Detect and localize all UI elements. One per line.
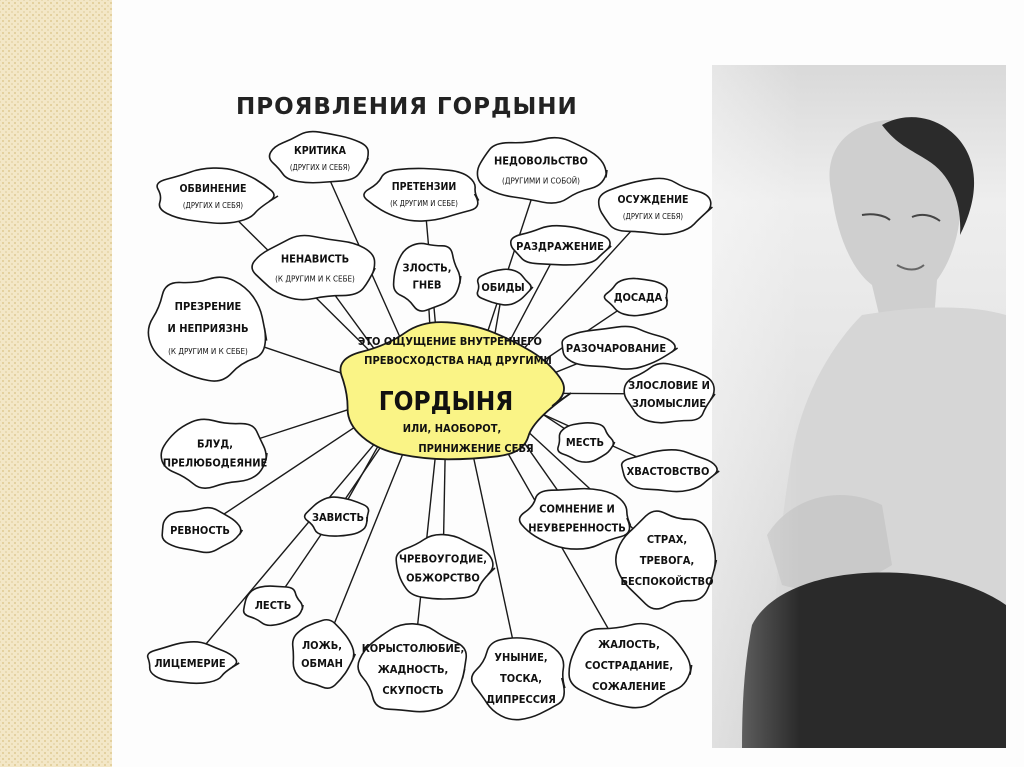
- node-label: ЗЛОМЫСЛИЕ: [632, 397, 707, 410]
- center-subtitle-line: ЭТО ОЩУЩЕНИЕ ВНУТРЕННЕГО: [358, 335, 542, 348]
- node-kritika: КРИТИКА (ДРУГИХ И СЕБЯ): [270, 132, 369, 183]
- node-label: ОБМАН: [301, 657, 343, 670]
- node-unynie: УНЫНИЕ, ТОСКА, ДИПРЕССИЯ: [472, 638, 565, 720]
- node-bubble-shape: [624, 363, 715, 422]
- node-label: ЛИЦЕМЕРИЕ: [154, 657, 226, 670]
- node-korystolyubie: КОРЫСТОЛЮБИЕ, ЖАДНОСТЬ, СКУПОСТЬ: [358, 624, 466, 712]
- center-heading: ГОРДЫНЯ: [379, 387, 514, 417]
- node-label: ЧРЕВОУГОДИЕ,: [399, 553, 487, 566]
- node-bubble-shape: [364, 168, 479, 221]
- node-bubble-shape: [599, 178, 713, 234]
- node-label: ДОСАДА: [614, 291, 663, 304]
- node-label: ПРЕТЕНЗИИ: [392, 181, 457, 193]
- center-subtitle-line: ПРЕВОСХОДСТВА НАД ДРУГИМИ: [364, 354, 552, 367]
- node-strah: СТРАХ, ТРЕВОГА, БЕСПОКОЙСТВО: [616, 511, 717, 609]
- node-bubble-shape: [161, 419, 267, 488]
- node-label: НЕУВЕРЕННОСТЬ: [528, 522, 626, 535]
- node-label: БЕСПОКОЙСТВО: [620, 575, 713, 588]
- node-label: БЛУД,: [197, 438, 233, 451]
- node-bubble-shape: [520, 489, 631, 549]
- node-label: ПРЕЛЮБОДЕЯНИЕ: [163, 457, 268, 470]
- node-label: ОБВИНЕНИЕ: [180, 183, 247, 195]
- node-lozh: ЛОЖЬ, ОБМАН: [293, 620, 356, 688]
- node-label: МЕСТЬ: [566, 436, 604, 449]
- node-obidy: ОБИДЫ: [477, 269, 533, 305]
- node-zloslovie: ЗЛОСЛОВИЕ И ЗЛОМЫСЛИЕ: [624, 363, 715, 422]
- node-dosada: ДОСАДА: [604, 278, 667, 315]
- node-label: КРИТИКА: [294, 145, 347, 157]
- node-somnenie: СОМНЕНИЕ И НЕУВЕРЕННОСТЬ: [520, 489, 631, 549]
- node-zlost: ЗЛОСТЬ, ГНЕВ: [394, 243, 461, 311]
- node-label: И НЕПРИЯЗНЬ: [167, 322, 248, 335]
- node-bubble-shape: [270, 132, 369, 183]
- node-label: СОСТРАДАНИЕ,: [585, 659, 673, 672]
- node-bubble-shape: [396, 535, 495, 599]
- node-revnost: РЕВНОСТЬ: [162, 508, 242, 553]
- node-bubble-shape: [293, 620, 356, 688]
- node-label: (К ДРУГИМ И СЕБЕ): [390, 199, 458, 208]
- node-label: ХВАСТОВСТВО: [627, 465, 710, 478]
- node-label: УНЫНИЕ,: [494, 651, 547, 664]
- node-label: ТРЕВОГА,: [640, 554, 694, 567]
- node-bubble-shape: [477, 138, 607, 203]
- node-label: КОРЫСТОЛЮБИЕ,: [362, 642, 465, 655]
- node-osuzhdenie: ОСУЖДЕНИЕ (ДРУГИХ И СЕБЯ): [599, 178, 713, 234]
- node-bubble-shape: [157, 168, 278, 223]
- node-razdrazhenie: РАЗДРАЖЕНИЕ: [511, 226, 611, 265]
- node-label: СКУПОСТЬ: [382, 684, 443, 697]
- node-nenavist: НЕНАВИСТЬ (К ДРУГИМ И К СЕБЕ): [252, 235, 375, 299]
- node-label: ТОСКА,: [500, 672, 542, 685]
- node-label: РЕВНОСТЬ: [170, 524, 230, 537]
- node-label: (ДРУГИХ И СЕБЯ): [290, 163, 350, 172]
- node-zavist: ЗАВИСТЬ: [305, 497, 369, 536]
- node-label: ЖАЛОСТЬ,: [598, 638, 660, 651]
- node-label: СОЖАЛЕНИЕ: [592, 680, 666, 693]
- node-label: ЛЕСТЬ: [255, 599, 292, 612]
- node-lest: ЛЕСТЬ: [244, 586, 303, 625]
- node-label: НЕДОВОЛЬСТВО: [494, 155, 588, 168]
- node-label: ОБИДЫ: [481, 281, 524, 294]
- node-label: СОМНЕНИЕ И: [539, 503, 615, 516]
- node-label: СТРАХ,: [647, 533, 687, 546]
- node-label: ОСУЖДЕНИЕ: [618, 194, 689, 206]
- center-subtitle-line: ПРИНИЖЕНИЕ СЕБЯ: [418, 442, 533, 455]
- node-mest: МЕСТЬ: [558, 423, 615, 462]
- node-bubble-shape: [394, 243, 461, 311]
- node-label: ПРЕЗРЕНИЕ: [175, 300, 242, 313]
- node-label: ДИПРЕССИЯ: [486, 693, 556, 706]
- node-label: ЗЛОСТЬ,: [403, 262, 452, 275]
- node-bubble-shape: [252, 235, 375, 299]
- node-label: (ДРУГИМИ И СОБОЙ): [502, 175, 580, 186]
- node-label: (ДРУГИХ И СЕБЯ): [183, 201, 243, 210]
- node-label: ГНЕВ: [413, 279, 442, 292]
- node-hvastovstvo: ХВАСТОВСТВО: [622, 450, 720, 492]
- node-razocharovanie: РАЗОЧАРОВАНИЕ: [562, 326, 678, 369]
- node-label: ЛОЖЬ,: [302, 639, 342, 652]
- node-blud: БЛУД, ПРЕЛЮБОДЕЯНИЕ: [161, 419, 267, 488]
- node-prezrenie: ПРЕЗРЕНИЕ И НЕПРИЯЗНЬ (К ДРУГИМ И К СЕБЕ): [148, 277, 266, 381]
- node-label: ОБЖОРСТВО: [406, 572, 480, 585]
- node-label: (К ДРУГИМ И К СЕБЕ): [168, 347, 248, 356]
- node-label: ЗАВИСТЬ: [312, 511, 364, 524]
- node-label: ЗЛОСЛОВИЕ И: [628, 379, 710, 392]
- node-nedovolstvo: НЕДОВОЛЬСТВО (ДРУГИМИ И СОБОЙ): [477, 138, 607, 203]
- node-label: РАЗДРАЖЕНИЕ: [516, 240, 604, 253]
- node-licemerie: ЛИЦЕМЕРИЕ: [148, 642, 240, 684]
- node-label: (К ДРУГИМ И К СЕБЕ): [275, 275, 355, 284]
- node-label: ЖАДНОСТЬ,: [378, 663, 449, 676]
- node-obvinenie: ОБВИНЕНИЕ (ДРУГИХ И СЕБЯ): [157, 168, 278, 223]
- node-pretenzii: ПРЕТЕНЗИИ (К ДРУГИМ И СЕБЕ): [364, 168, 479, 221]
- center-subtitle-line: ИЛИ, НАОБОРОТ,: [403, 422, 501, 435]
- node-zhalost: ЖАЛОСТЬ, СОСТРАДАНИЕ, СОЖАЛЕНИЕ: [569, 624, 692, 708]
- node-label: РАЗОЧАРОВАНИЕ: [566, 342, 666, 355]
- node-chrevougodie: ЧРЕВОУГОДИЕ, ОБЖОРСТВО: [396, 535, 495, 599]
- node-label: НЕНАВИСТЬ: [281, 253, 349, 266]
- node-label: (ДРУГИХ И СЕБЯ): [623, 212, 683, 221]
